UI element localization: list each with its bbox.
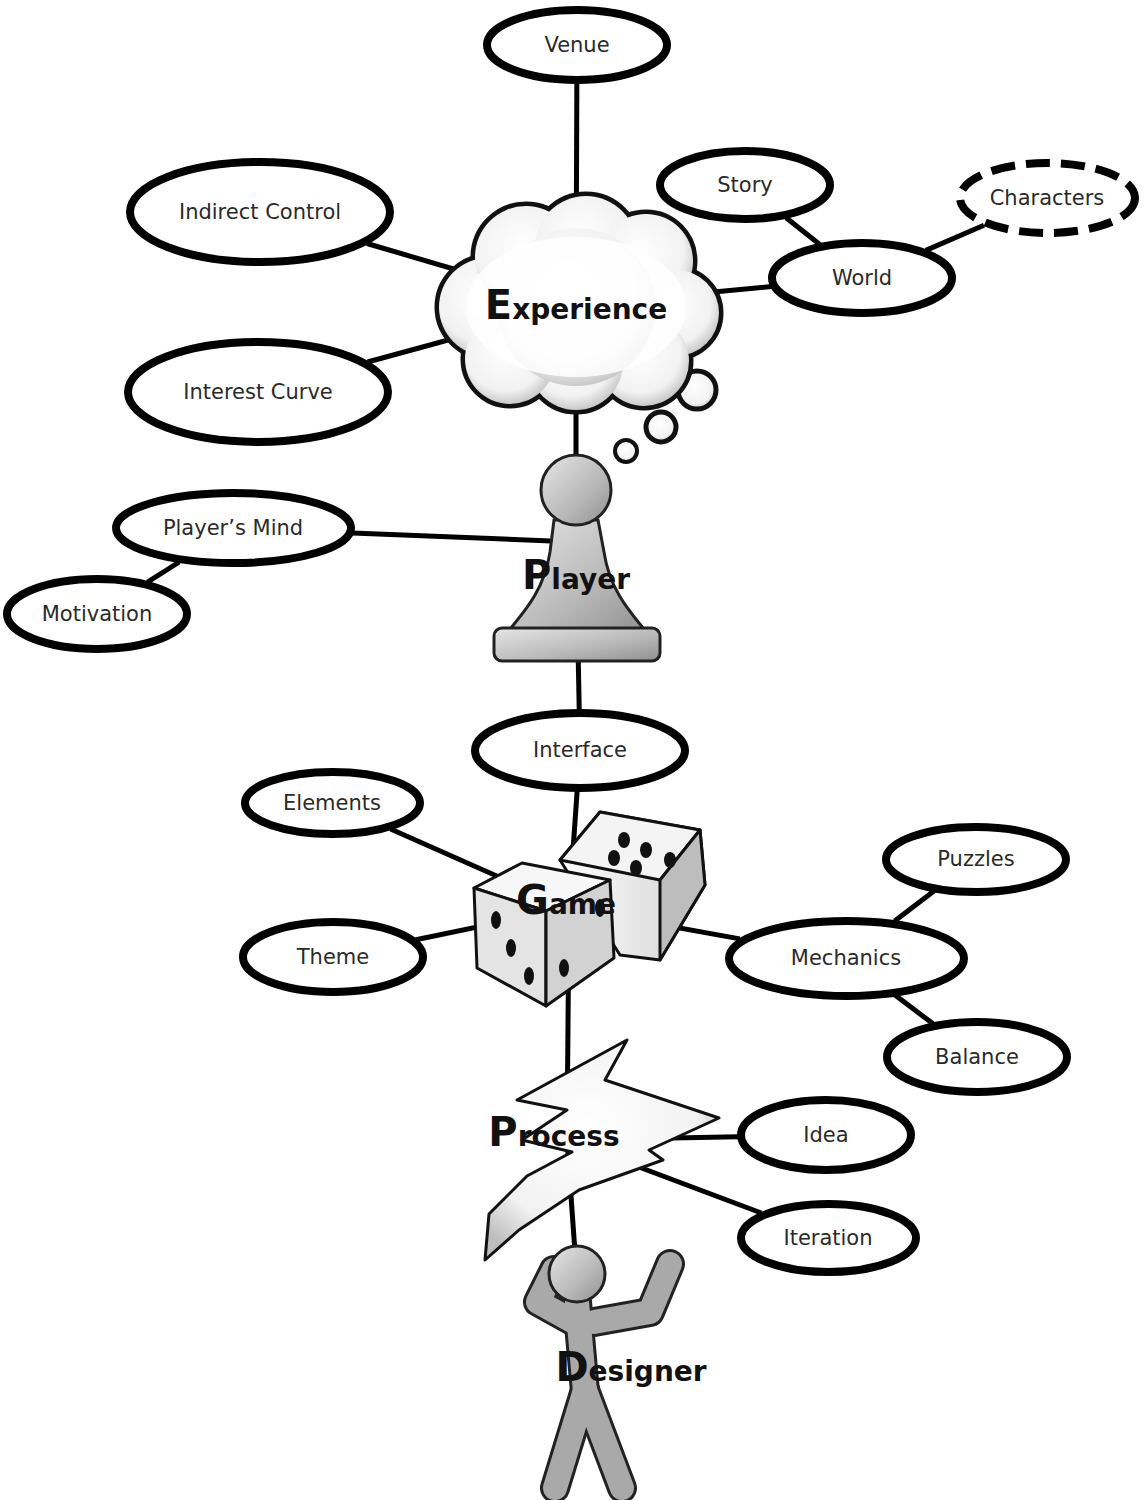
node-label: Iteration bbox=[783, 1226, 872, 1250]
node-label: Designer bbox=[555, 1344, 706, 1390]
pawn-head bbox=[541, 455, 611, 525]
figure-limb bbox=[585, 1390, 622, 1488]
dashed-topic-ellipse: Characters bbox=[955, 158, 1140, 238]
node-label: Characters bbox=[990, 186, 1105, 210]
connector-line bbox=[895, 891, 935, 921]
ellipse-outline bbox=[243, 922, 423, 992]
node-label: Interest Curve bbox=[183, 380, 333, 404]
dice-node: Game bbox=[474, 808, 706, 1008]
ellipse-outline bbox=[741, 1204, 916, 1272]
lightning-bolt bbox=[485, 1040, 719, 1260]
node-label: Idea bbox=[803, 1123, 848, 1147]
pawn-body bbox=[506, 520, 648, 634]
topic-ellipse: Venue bbox=[482, 5, 672, 85]
node-label: Theme bbox=[297, 945, 369, 969]
topic-ellipse: Elements bbox=[240, 767, 425, 839]
die-pip bbox=[664, 852, 676, 868]
node-label: Puzzles bbox=[937, 847, 1014, 871]
topic-ellipse: Player’s Mind bbox=[111, 488, 356, 568]
thought-bubble bbox=[646, 412, 676, 442]
lightning-illustration bbox=[485, 1040, 719, 1260]
back-die-side bbox=[660, 830, 705, 960]
figure-outline bbox=[585, 1390, 622, 1488]
node-label: Story bbox=[717, 173, 772, 197]
node-label: Process bbox=[488, 1109, 619, 1155]
topic-ellipse: Theme bbox=[238, 917, 428, 997]
topic-ellipse: Motivation bbox=[2, 574, 192, 654]
connector-line bbox=[353, 533, 576, 542]
node-label: Indirect Control bbox=[179, 200, 341, 224]
topic-ellipse: Story bbox=[655, 146, 835, 224]
ellipse-outline bbox=[887, 1022, 1067, 1092]
ellipse-outline bbox=[130, 162, 390, 262]
ellipse-outline bbox=[741, 1100, 911, 1170]
shape-outline bbox=[492, 452, 662, 664]
node-label: Balance bbox=[935, 1045, 1019, 1069]
connector-line bbox=[786, 218, 819, 244]
topic-ellipse: Iteration bbox=[736, 1199, 921, 1277]
node-label: Interface bbox=[533, 738, 627, 762]
die-pip bbox=[640, 842, 652, 858]
topic-ellipse: Mechanics bbox=[724, 916, 969, 1001]
ellipse-outline bbox=[128, 342, 388, 442]
connector-line bbox=[147, 562, 179, 582]
connector-line bbox=[895, 995, 933, 1024]
ellipse-outline bbox=[772, 243, 952, 313]
ellipse-outline bbox=[729, 921, 964, 996]
ellipse-outline bbox=[116, 493, 351, 563]
ellipse-outline bbox=[475, 713, 685, 788]
topic-ellipse: Interface bbox=[470, 708, 690, 793]
pawn-illustration bbox=[494, 455, 660, 661]
topic-ellipse: World bbox=[767, 238, 957, 318]
dice-illustration bbox=[474, 812, 705, 1006]
ellipse-outline bbox=[660, 151, 830, 219]
node-label: Game bbox=[516, 877, 616, 923]
node-label: Player’s Mind bbox=[163, 516, 303, 540]
node-label: Elements bbox=[283, 791, 381, 815]
die-pip bbox=[608, 850, 620, 866]
cloud-fill bbox=[466, 237, 686, 377]
topic-ellipse: Puzzles bbox=[881, 822, 1071, 897]
pawn-base bbox=[494, 628, 660, 661]
dashed-ellipse-outline bbox=[960, 163, 1135, 233]
topic-ellipse: Interest Curve bbox=[123, 337, 393, 447]
cloud-node: Experience bbox=[426, 195, 726, 415]
pawn-node: Player bbox=[492, 452, 662, 664]
die-pip bbox=[618, 832, 630, 848]
cloud-illustration bbox=[438, 195, 720, 411]
topic-ellipse: Balance bbox=[882, 1017, 1072, 1097]
topic-ellipse: Idea bbox=[736, 1095, 916, 1175]
node-label: Venue bbox=[544, 33, 609, 57]
node-label: Mechanics bbox=[791, 946, 901, 970]
ellipse-outline bbox=[886, 827, 1066, 892]
thought-bubble bbox=[615, 440, 637, 462]
connector-line bbox=[926, 225, 984, 250]
person-node: Designer bbox=[510, 1240, 710, 1496]
ellipse-outline bbox=[245, 772, 420, 834]
ellipse-outline bbox=[487, 10, 667, 80]
node-label: Motivation bbox=[42, 602, 153, 626]
die-pip bbox=[630, 860, 642, 876]
figure-head bbox=[549, 1246, 605, 1302]
node-label: Experience bbox=[485, 282, 667, 328]
die-pip bbox=[559, 959, 569, 977]
node-label: Player bbox=[522, 552, 630, 598]
die-pip bbox=[524, 967, 534, 985]
node-label: World bbox=[832, 266, 892, 290]
ellipse-outline bbox=[7, 579, 187, 649]
topic-ellipse: Indirect Control bbox=[125, 157, 395, 267]
die-pip bbox=[491, 911, 501, 929]
die-pip bbox=[506, 939, 516, 957]
bolt-node: Process bbox=[477, 1040, 727, 1260]
